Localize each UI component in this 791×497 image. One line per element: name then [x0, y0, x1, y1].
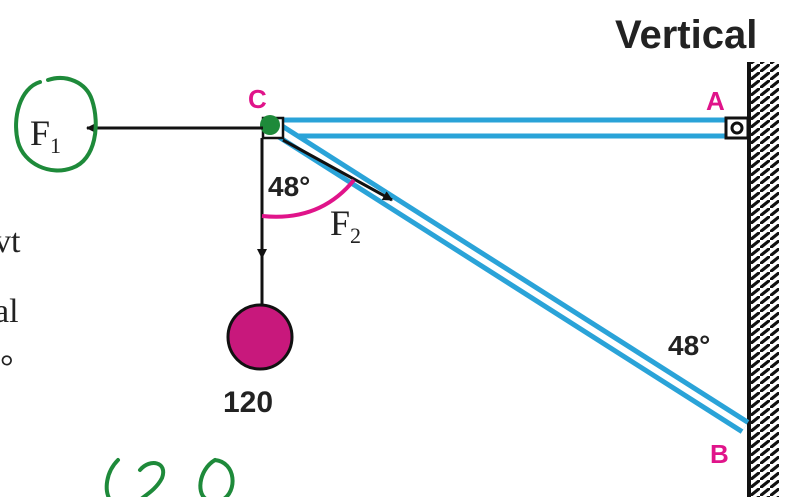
- vertical-wall: [747, 62, 779, 497]
- annotation-dot-c: [260, 115, 280, 135]
- margin-fragment-2: al: [0, 293, 19, 330]
- margin-fragment-3: °: [0, 349, 14, 386]
- weight-value: 120: [223, 386, 273, 419]
- force-f2-subscript: 2: [350, 223, 361, 248]
- force-f1-main: F: [30, 113, 50, 153]
- point-label-a: A: [706, 86, 725, 116]
- member-ca: [277, 117, 741, 139]
- point-label-c: C: [248, 84, 267, 114]
- angle-label-b: 48°: [668, 330, 710, 361]
- force-f2-label: F2: [330, 203, 361, 248]
- point-label-b: B: [710, 439, 729, 469]
- force-f1-label: F1: [30, 113, 61, 158]
- angle-arc-c: [261, 178, 356, 219]
- handwritten-fragment: [104, 458, 235, 497]
- weight-ball: [226, 303, 294, 371]
- margin-fragment-1: vt: [0, 223, 21, 260]
- force-f1-subscript: 1: [50, 133, 61, 158]
- annotation-circle-f1: [14, 76, 98, 173]
- force-f2-main: F: [330, 203, 350, 243]
- pin-a: [724, 116, 750, 140]
- vertical-label: Vertical: [615, 13, 757, 57]
- force-f2-arrow: [282, 138, 393, 202]
- angle-label-c: 48°: [268, 171, 310, 202]
